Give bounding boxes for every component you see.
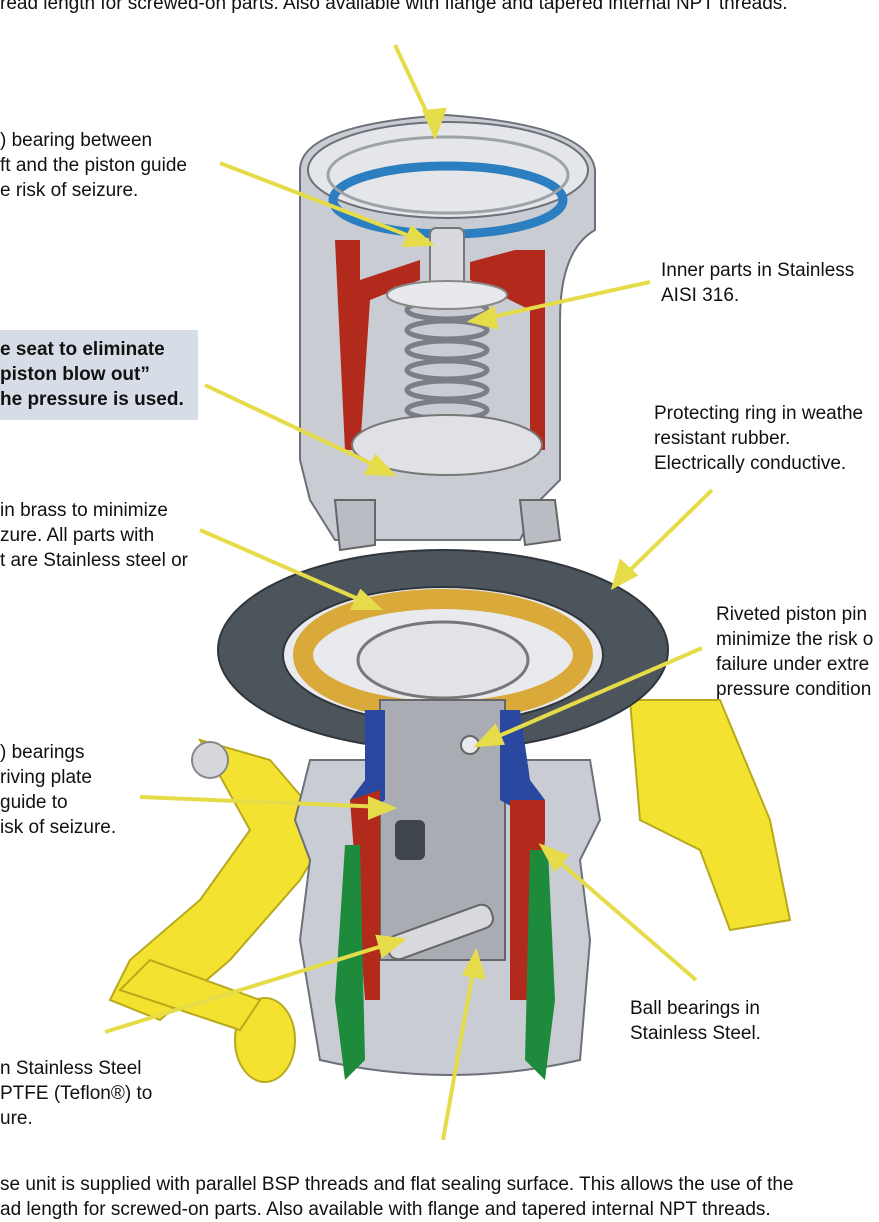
label-line: ) bearings <box>0 742 85 763</box>
top-lug-right <box>518 499 562 547</box>
label-line: ure. <box>0 1108 33 1129</box>
seat-callout-box: e seat to eliminate piston blow out” he … <box>0 330 198 420</box>
piston-seat <box>351 414 543 476</box>
footer-text: se unit is supplied with parallel BSP th… <box>0 1172 794 1222</box>
callout-arrows <box>104 44 714 1141</box>
header-text: read length for screwed-on parts. Also a… <box>0 0 788 14</box>
label-seat-box: e seat to eliminate piston blow out” he … <box>0 337 184 412</box>
left-handle-arm <box>118 958 262 1032</box>
label-line: riving plate <box>0 767 92 788</box>
label-protecting-ring: Protecting ring in weathe resistant rubb… <box>654 401 863 476</box>
label-line: piston blow out” <box>0 364 150 385</box>
top-lug-left <box>333 499 376 552</box>
label-line: AISI 316. <box>661 285 740 306</box>
label-ball-bearings: Ball bearings in Stainless Steel. <box>630 996 761 1046</box>
label-line: he pressure is used. <box>0 389 184 410</box>
top-red-section-left <box>335 240 420 450</box>
label-line: e seat to eliminate <box>0 339 165 360</box>
label-line: resistant rubber. <box>654 428 791 449</box>
right-handle <box>628 699 792 932</box>
label-line: pressure condition <box>716 679 872 700</box>
label-line: Ball bearings in <box>630 998 760 1019</box>
label-riveted-pin: Riveted piston pin minimize the risk o f… <box>716 602 873 702</box>
green-section-right <box>525 850 555 1080</box>
label-bearings-plate: ) bearings riving plate guide to isk of … <box>0 740 116 840</box>
footer-line: ad length for screwed-on parts. Also ava… <box>0 1199 771 1220</box>
label-line: Stainless Steel. <box>630 1023 761 1044</box>
riveted-pin <box>395 820 425 860</box>
label-line: t are Stainless steel or <box>0 550 188 571</box>
left-handle-end <box>234 997 296 1083</box>
blue-section-right <box>500 710 545 820</box>
label-inner-parts: Inner parts in Stainless AISI 316. <box>661 258 854 308</box>
label-line: failure under extre <box>716 654 870 675</box>
piston-shaft <box>429 227 465 289</box>
spring <box>404 298 490 422</box>
bottom-opening <box>356 620 530 700</box>
label-bearing-shaft: ) bearing between ft and the piston guid… <box>0 128 187 203</box>
label-line: isk of seizure. <box>0 817 117 838</box>
label-line: Riveted piston pin <box>716 604 868 625</box>
left-handle-bolt <box>191 741 229 779</box>
label-line: in brass to minimize <box>0 500 168 521</box>
label-line: Protecting ring in weathe <box>654 403 864 424</box>
label-line: zure. All parts with <box>0 525 155 546</box>
label-line: guide to <box>0 792 68 813</box>
top-inner-thread <box>326 135 570 215</box>
piston-head <box>386 280 508 310</box>
footer-line: se unit is supplied with parallel BSP th… <box>0 1174 794 1195</box>
label-brass: in brass to minimize zure. All parts wit… <box>0 498 188 573</box>
green-section-left <box>335 845 365 1080</box>
label-line: Electrically conductive. <box>654 453 847 474</box>
top-red-section-right <box>470 250 545 450</box>
label-stainless-ptfe: n Stainless Steel PTFE (Teflon®) to ure. <box>0 1056 152 1131</box>
label-line: e risk of seizure. <box>0 180 139 201</box>
label-line: ) bearing between <box>0 130 153 151</box>
label-line: minimize the risk o <box>716 629 874 650</box>
label-line: n Stainless Steel <box>0 1058 142 1079</box>
label-line: Inner parts in Stainless <box>661 260 855 281</box>
label-line: PTFE (Teflon®) to <box>0 1083 153 1104</box>
label-line: ft and the piston guide <box>0 155 187 176</box>
